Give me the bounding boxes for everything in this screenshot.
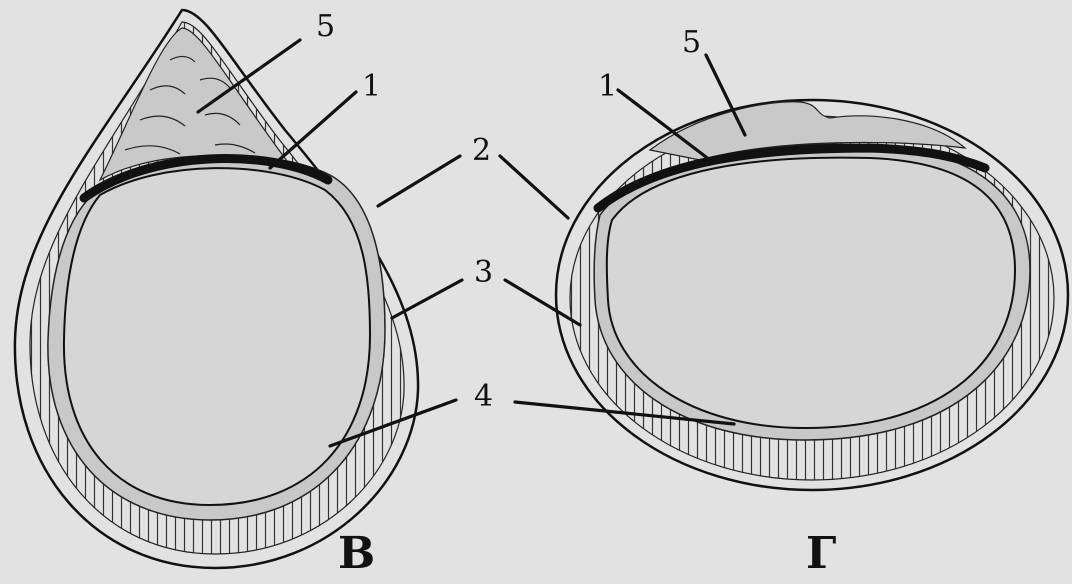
leader-g-3 [503, 278, 582, 327]
leader-b-5 [196, 38, 302, 114]
figure-b-label-1: 1 [362, 69, 381, 104]
figure-b-yolk [62, 167, 372, 507]
leader-g-5 [704, 53, 747, 137]
leader-b-3 [390, 278, 464, 320]
leader-g-4 [513, 400, 736, 426]
figure-b-dark-band [79, 154, 333, 203]
leader-g-1 [616, 88, 712, 162]
figure-g-yolk [605, 156, 1017, 430]
figure-g-top-tissue [648, 101, 967, 161]
leader-b-4 [328, 398, 458, 448]
label-3: 3 [474, 255, 493, 290]
leader-b-1 [268, 90, 358, 170]
figure-b-caption: В [338, 528, 375, 579]
leader-g-2 [498, 154, 570, 220]
figure-g-outer-shell [554, 98, 1070, 492]
figure-b-label-5: 5 [316, 9, 335, 44]
figure-g-label-1: 1 [598, 69, 617, 104]
figure-g [554, 98, 1070, 492]
figure-g-label-5: 5 [682, 25, 701, 60]
label-4: 4 [474, 379, 493, 414]
figure-b-outer-shell [13, 8, 420, 570]
leader-lines [196, 38, 747, 448]
figure-b [13, 8, 420, 570]
figure-b-apex-strokes [124, 55, 256, 155]
figure-g-dark-band [593, 143, 990, 213]
label-2: 2 [472, 133, 491, 168]
figure-g-caption: Г [806, 528, 836, 579]
leader-b-2 [376, 154, 462, 208]
